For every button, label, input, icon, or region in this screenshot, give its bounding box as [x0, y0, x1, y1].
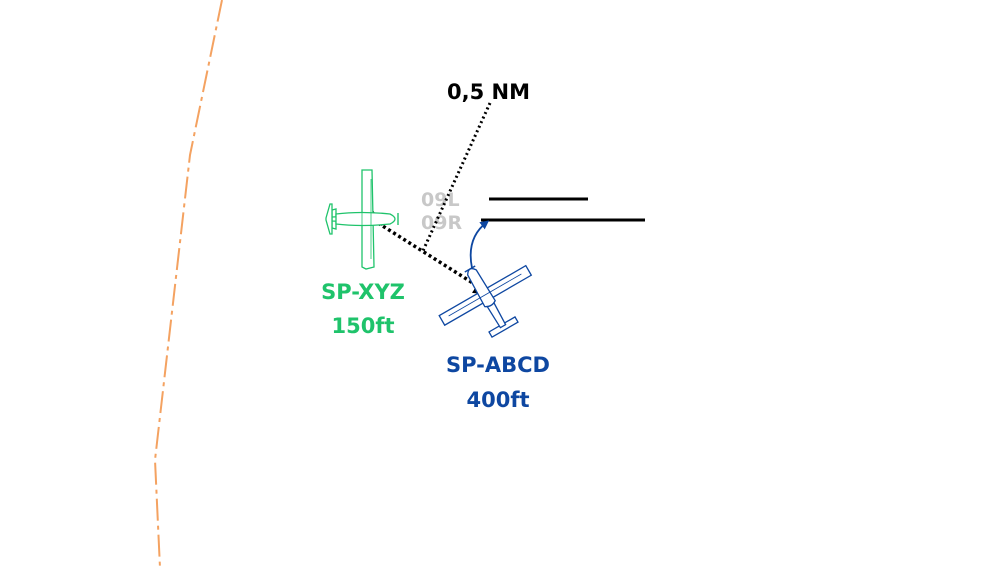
- aircraft-altitude-sp-abcd: 400ft: [466, 388, 529, 412]
- aircraft-callsign-sp-abcd: SP-ABCD: [446, 353, 550, 377]
- airplane-icon: [438, 264, 533, 339]
- distance-label: 0,5 NM: [447, 80, 530, 104]
- airspace-boundary-line: [153, 0, 223, 568]
- runway-09l-label: 09L: [421, 189, 460, 211]
- aircraft-altitude-sp-xyz: 150ft: [331, 314, 394, 338]
- airplane-icon: [325, 169, 399, 270]
- runway-09r-label: 09R: [421, 212, 462, 234]
- aircraft-callsign-sp-xyz: SP-XYZ: [321, 280, 405, 304]
- curved-arrow-icon: [469, 220, 490, 269]
